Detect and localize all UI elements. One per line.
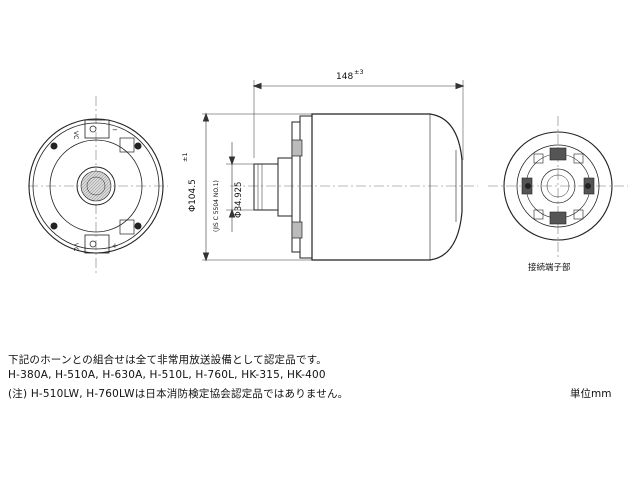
length-tolerance: ±3: [354, 68, 364, 76]
note-line-2: H-380A, H-510A, H-630A, H-510L, H-760L, …: [8, 369, 326, 381]
minus-terminal-label: −: [112, 126, 118, 134]
technical-drawing: VC VC − + 148 ±3 Φ104.5 ±1: [28, 68, 628, 276]
side-view: [230, 113, 478, 261]
outer-diameter-dimension: [202, 112, 312, 262]
note-line-3: (注) H-510LW, H-760LWは日本消防検定協会認定品ではありません。: [8, 388, 349, 400]
unit-label: 単位mm: [570, 388, 612, 400]
vc-bottom-label: VC: [72, 243, 79, 251]
thread-diameter-dimension: [226, 142, 254, 232]
length-dimension: [252, 80, 465, 160]
terminal-view: [488, 116, 628, 258]
note-line-1: 下記のホーンとの組合せは全て非常用放送設備として認定品です。: [8, 354, 328, 366]
thread-diameter-value: Φ34.925: [234, 182, 244, 218]
terminal-caption: 接続端子部: [528, 262, 571, 273]
plus-terminal-label: +: [112, 242, 118, 250]
thread-standard: (JIS C 5504 NO.1): [213, 180, 220, 232]
outer-diameter-tolerance: ±1: [181, 152, 189, 162]
outer-diameter-value: Φ104.5: [188, 179, 198, 212]
length-value: 148: [336, 72, 353, 82]
vc-top-label: VC: [72, 131, 79, 139]
front-view: [28, 96, 168, 276]
